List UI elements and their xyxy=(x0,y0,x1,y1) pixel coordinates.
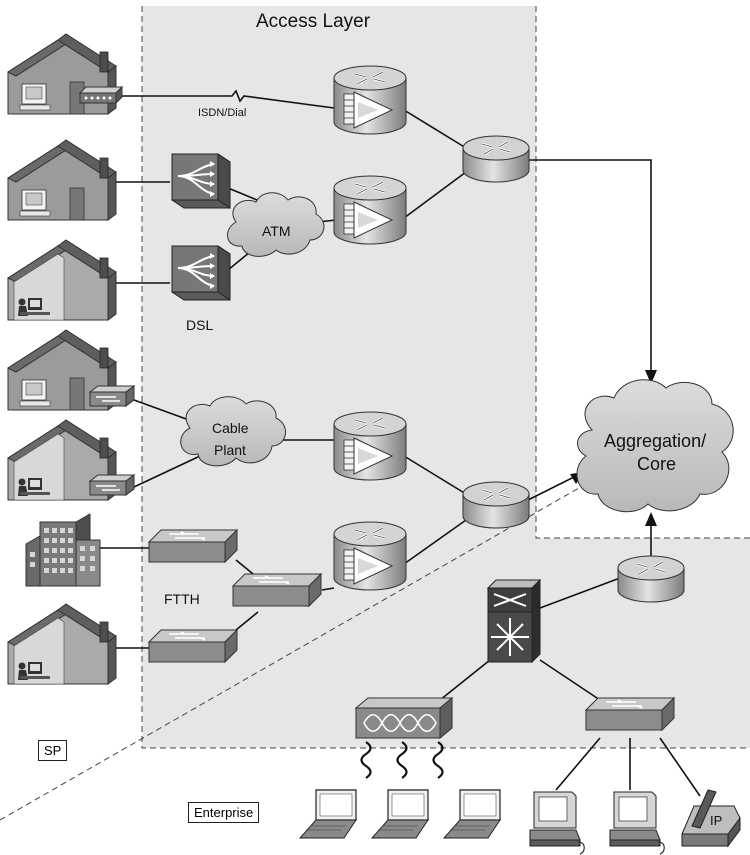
aggregation-label-line1: Aggregation/ xyxy=(604,431,707,451)
ftth-switch-center xyxy=(232,573,322,607)
enterprise-access-switch xyxy=(585,697,675,731)
sp-label: SP xyxy=(38,740,68,761)
ip-phone xyxy=(681,789,741,848)
ftth-label: FTTH xyxy=(164,591,200,607)
dsl-access-router xyxy=(332,174,408,246)
wireless-access-point xyxy=(354,696,454,740)
aggregation-core-cloud xyxy=(576,379,734,513)
dslam-1 xyxy=(171,153,231,209)
sp-enterprise-boundary xyxy=(0,429,681,821)
cable-modem-2 xyxy=(89,474,135,496)
home-ftth xyxy=(7,603,117,685)
atm-label: ATM xyxy=(262,223,291,239)
ip-phone-label: IP xyxy=(710,813,723,828)
cable-plant-label-line2: Plant xyxy=(214,442,246,458)
network-links xyxy=(98,89,701,797)
isdn-terminal xyxy=(78,85,124,105)
laptop-3 xyxy=(443,789,501,839)
enterprise-edge-router xyxy=(616,554,686,604)
cable-plant-cloud xyxy=(180,396,286,467)
atm-cloud xyxy=(227,192,325,257)
isdn-access-router xyxy=(332,64,408,136)
enterprise-label: Enterprise xyxy=(188,802,260,823)
ftth-switch-1 xyxy=(148,529,238,563)
laptop-1 xyxy=(299,789,357,839)
multilayer-switch xyxy=(486,578,542,664)
laptop-2 xyxy=(371,789,429,839)
dslam-2 xyxy=(171,245,231,301)
office-building xyxy=(25,513,101,587)
distribution-router-bottom xyxy=(461,480,531,530)
home-dsl-2 xyxy=(7,239,117,321)
access-layer-label: Access Layer xyxy=(256,11,371,32)
cable-access-router xyxy=(332,410,408,482)
desktop-pc-1 xyxy=(529,791,585,855)
cable-modem-1 xyxy=(89,385,135,407)
ftth-access-router xyxy=(332,520,408,592)
cable-plant-label-line1: Cable xyxy=(212,420,249,436)
desktop-pc-2 xyxy=(609,791,665,855)
aggregation-label-line2: Core xyxy=(637,454,677,474)
home-dsl-1 xyxy=(7,139,117,221)
dsl-label: DSL xyxy=(186,317,214,333)
ftth-switch-2 xyxy=(148,629,238,663)
isdn-dial-label: ISDN/Dial xyxy=(198,107,247,119)
distribution-router-top xyxy=(461,134,531,184)
